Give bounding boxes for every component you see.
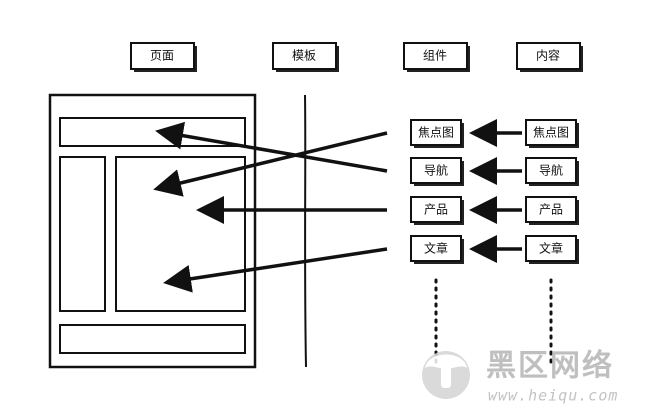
watermark: 黑区网络 www.heiqu.com	[422, 349, 618, 405]
content-nav-label: 导航	[539, 163, 563, 178]
page-sidebar-region	[59, 156, 106, 312]
header-content-label: 内容	[536, 48, 560, 63]
watermark-name: 黑区网络	[486, 349, 614, 384]
watermark-url: www.heiqu.com	[488, 387, 618, 405]
header-page: 页面	[130, 42, 197, 72]
header-page-label: 页面	[150, 49, 174, 63]
header-template: 模板	[272, 42, 339, 72]
header-template-label: 模板	[292, 49, 316, 63]
arrow-nav-to-page-header	[155, 121, 388, 173]
page-main-region	[115, 156, 246, 312]
arrow-article-to-page-main	[163, 247, 388, 293]
component-focus: 焦点图	[410, 119, 464, 148]
component-nav-label: 导航	[424, 163, 448, 178]
content-product: 产品	[525, 196, 579, 225]
header-component-label: 组件	[423, 49, 447, 63]
component-article: 文章	[410, 235, 464, 264]
header-component: 组件	[403, 42, 470, 72]
page-wireframe	[48, 93, 257, 369]
header-content: 内容	[516, 42, 583, 72]
mushroom-logo-icon	[422, 351, 470, 399]
content-focus: 焦点图	[525, 119, 579, 148]
component-article-label: 文章	[424, 241, 448, 256]
component-product: 产品	[410, 196, 464, 225]
component-product-label: 产品	[424, 203, 448, 217]
page-footer-region	[59, 324, 246, 354]
content-focus-label: 焦点图	[533, 126, 569, 140]
content-article: 文章	[525, 235, 579, 264]
component-nav: 导航	[410, 157, 464, 186]
content-article-label: 文章	[539, 241, 563, 256]
content-nav: 导航	[525, 157, 579, 186]
component-focus-label: 焦点图	[418, 126, 454, 140]
content-product-label: 产品	[539, 203, 563, 217]
template-divider-line	[304, 94, 307, 368]
arrow-focus-to-page-main	[153, 131, 388, 197]
